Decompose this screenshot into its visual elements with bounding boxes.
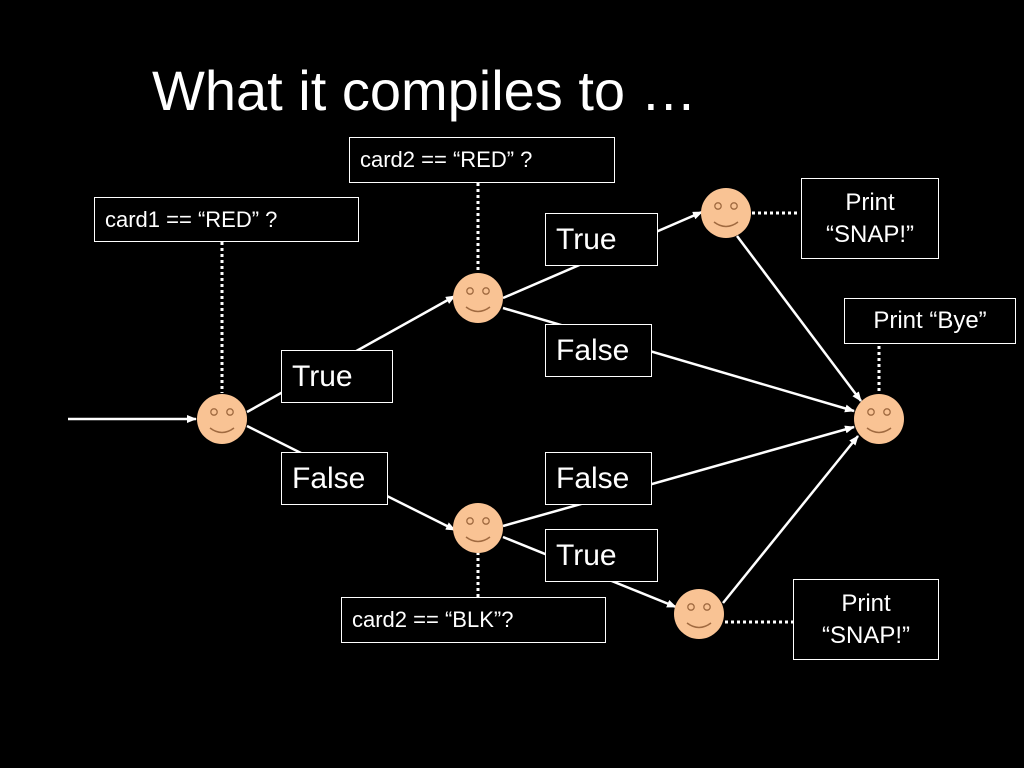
action-bye: Print “Bye” (844, 298, 1016, 344)
branch-card1-false: False (281, 452, 388, 505)
smiley-face-icon (674, 589, 724, 639)
action-snap-bottom: Print “SNAP!” (793, 579, 939, 660)
node-snap-top (701, 188, 751, 238)
branch-red-true: True (545, 213, 658, 266)
action-snap-bottom-line1: Print (841, 589, 891, 617)
smiley-face-icon (453, 273, 503, 323)
action-snap-top-line1: Print (845, 188, 895, 216)
node-bye (854, 394, 904, 444)
smiley-face-icon (453, 503, 503, 553)
card2-red-condition: card2 == “RED” ? (349, 137, 615, 183)
smiley-face-icon (701, 188, 751, 238)
branch-card1-true: True (281, 350, 393, 403)
smiley-face-icon (854, 394, 904, 444)
smiley-face-icon (197, 394, 247, 444)
node-snap-bottom (674, 589, 724, 639)
card2-blk-condition: card2 == “BLK”? (341, 597, 606, 643)
branch-blk-true: True (545, 529, 658, 582)
action-snap-top: Print “SNAP!” (801, 178, 939, 259)
action-snap-bottom-line2: “SNAP!” (821, 621, 910, 649)
branch-red-false: False (545, 324, 652, 377)
slide-title: What it compiles to … (152, 59, 697, 122)
action-snap-top-line2: “SNAP!” (825, 220, 914, 248)
branch-blk-false: False (545, 452, 652, 505)
node-card2-blk (453, 503, 503, 553)
node-card2-red (453, 273, 503, 323)
edge-blk-false (502, 425, 855, 528)
edge-snap-bottom-to-bye (722, 435, 859, 604)
card1-condition: card1 == “RED” ? (94, 197, 359, 242)
node-card1 (197, 394, 247, 444)
edge-snap-top-to-bye (736, 235, 862, 402)
